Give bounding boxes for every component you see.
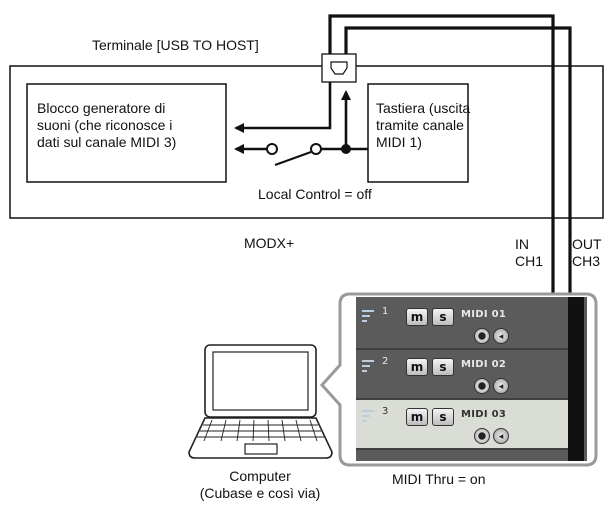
daw-track-meter-strip — [568, 297, 584, 461]
track-name[interactable]: MIDI 02 — [461, 359, 507, 370]
record-enable-icon[interactable] — [474, 428, 490, 444]
switch-lever — [274, 151, 312, 166]
local-control-label: Local Control = off — [258, 186, 372, 202]
track-type-icon — [362, 360, 374, 374]
usb-port-icon — [330, 61, 348, 75]
usb-to-tone-generator-arrow — [234, 82, 332, 133]
modx-device-box — [9, 65, 604, 219]
laptop-icon — [188, 344, 333, 459]
solo-button[interactable]: s — [432, 358, 454, 376]
solo-button[interactable]: s — [432, 308, 454, 326]
midi-thru-label: MIDI Thru = on — [392, 471, 486, 487]
device-name-label: MODX+ — [244, 235, 295, 251]
usb-cable-in — [328, 14, 558, 347]
keyboard-box — [367, 83, 469, 183]
track-number: 3 — [382, 406, 389, 417]
solo-button[interactable]: s — [432, 408, 454, 426]
tone-generator-label: Blocco generatore di suoni (che riconosc… — [37, 100, 177, 150]
usb-terminal-label: Terminale [USB TO HOST] — [92, 37, 259, 53]
track-row-partial — [356, 450, 568, 458]
out-port-label: OUT CH3 — [572, 236, 602, 269]
monitor-speaker-icon[interactable]: ◂ — [493, 378, 509, 394]
keyboard-label: Tastiera (uscita tramite canale MIDI 1) — [376, 100, 471, 150]
track-number: 1 — [382, 306, 389, 317]
mute-button[interactable]: m — [406, 408, 428, 426]
monitor-speaker-icon[interactable]: ◂ — [493, 428, 509, 444]
track-name[interactable]: MIDI 01 — [461, 309, 507, 320]
switch-contact-right — [310, 143, 322, 155]
track-type-icon — [362, 410, 374, 424]
track-type-icon — [362, 310, 374, 324]
record-enable-icon[interactable] — [474, 328, 490, 344]
tone-generator-box — [26, 83, 227, 183]
in-port-label: IN CH1 — [515, 236, 544, 269]
usb-terminal-box — [321, 53, 357, 83]
monitor-speaker-icon[interactable]: ◂ — [493, 328, 509, 344]
track-number: 2 — [382, 356, 389, 367]
mute-button[interactable]: m — [406, 308, 428, 326]
track-name[interactable]: MIDI 03 — [461, 409, 507, 420]
usb-cable-out — [344, 26, 572, 296]
record-enable-icon[interactable] — [474, 378, 490, 394]
computer-label: Computer (Cubase e così via) — [199, 468, 321, 501]
mute-button[interactable]: m — [406, 358, 428, 376]
switch-contact-left — [266, 143, 278, 155]
